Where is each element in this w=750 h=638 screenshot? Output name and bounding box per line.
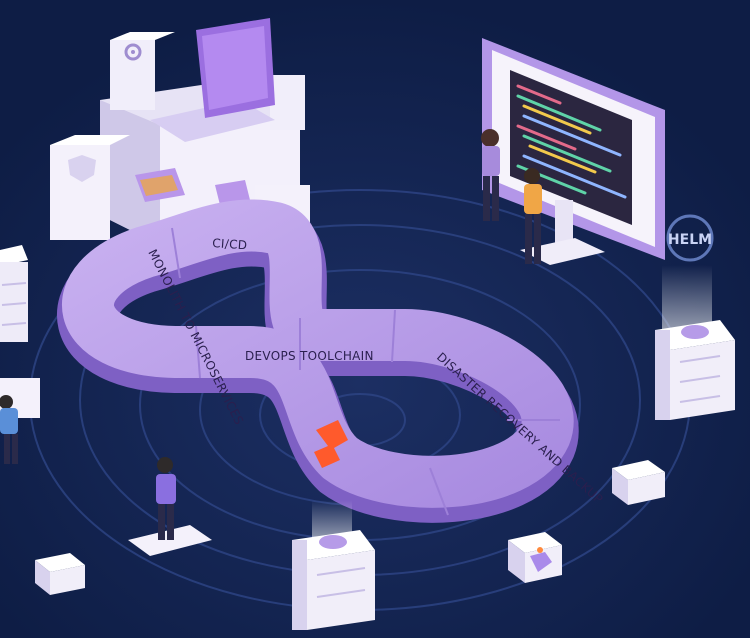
orange-logo-icon — [314, 420, 348, 468]
left-server — [0, 245, 28, 342]
gear-icon — [124, 43, 142, 61]
person-left — [0, 378, 40, 464]
helm-icon: HELM — [666, 214, 714, 262]
developers-at-screen — [481, 129, 542, 264]
label-cicd: CI/CD — [212, 236, 248, 252]
label-toolchain: DEVOPS TOOLCHAIN — [245, 349, 374, 363]
person-center — [128, 457, 212, 556]
laptop-icon — [150, 18, 275, 142]
small-cubes — [35, 460, 665, 595]
helm-server: HELM — [655, 214, 735, 420]
devops-infinity-loop — [57, 199, 579, 523]
svg-text:HELM: HELM — [668, 232, 712, 248]
shield-icon — [68, 155, 96, 182]
center-server — [292, 500, 375, 630]
